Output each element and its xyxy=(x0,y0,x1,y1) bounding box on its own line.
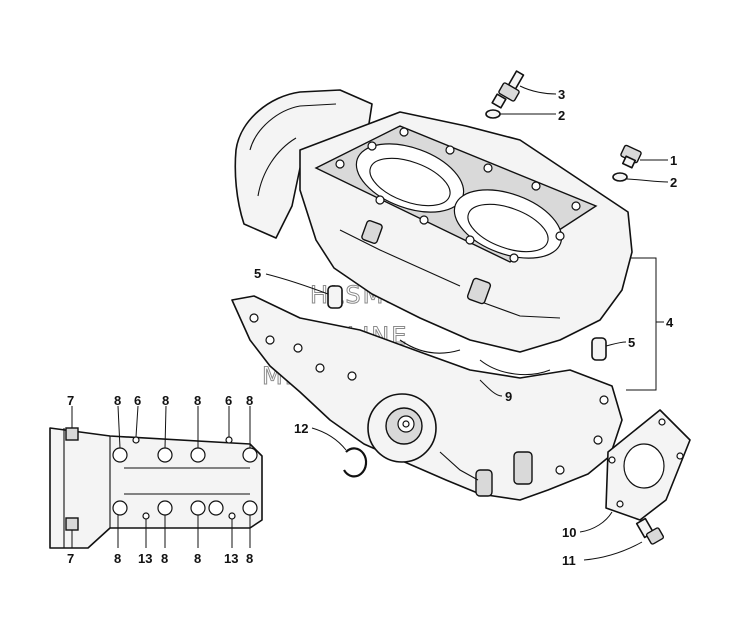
callout-8-top-1: 8 xyxy=(114,393,121,408)
gasket-10 xyxy=(605,409,691,521)
callout-3: 3 xyxy=(558,87,565,102)
callout-1: 1 xyxy=(670,153,677,168)
callout-9: 9 xyxy=(505,389,512,404)
callout-6-top-1: 6 xyxy=(134,393,141,408)
snap-ring-12 xyxy=(343,447,368,478)
callout-7-bottom: 7 xyxy=(67,551,74,566)
dowel-pin-5-left xyxy=(327,285,343,309)
dowel-pin-5-right xyxy=(591,337,607,361)
callout-5-left: 5 xyxy=(254,266,261,281)
callout-8-top-2: 8 xyxy=(162,393,169,408)
callout-2-upper: 2 xyxy=(558,108,565,123)
washer-2-upper xyxy=(485,109,501,119)
lower-crankcase xyxy=(231,295,623,501)
callout-13-bottom-1: 13 xyxy=(138,551,152,566)
callout-11: 11 xyxy=(562,553,576,568)
bottom-view-inset xyxy=(49,427,263,549)
callout-8-top-3: 8 xyxy=(194,393,201,408)
bolt-11 xyxy=(635,517,665,545)
washer-2-right xyxy=(612,172,628,182)
upper-crankcase xyxy=(234,89,633,353)
callout-8-bottom-4: 8 xyxy=(246,551,253,566)
callout-4: 4 xyxy=(666,315,674,330)
callout-5-right: 5 xyxy=(628,335,635,350)
callout-8-bottom-1: 8 xyxy=(114,551,121,566)
callout-8-bottom-3: 8 xyxy=(194,551,201,566)
callout-2-right: 2 xyxy=(670,175,677,190)
callout-12: 12 xyxy=(294,421,308,436)
callout-7-top: 7 xyxy=(67,393,74,408)
callout-8-bottom-2: 8 xyxy=(161,551,168,566)
callout-13-bottom-2: 13 xyxy=(224,551,238,566)
leader-lines xyxy=(71,85,669,561)
callout-10: 10 xyxy=(562,525,576,540)
plug-1 xyxy=(620,144,642,169)
callout-8-top-4: 8 xyxy=(246,393,253,408)
callout-6-top-2: 6 xyxy=(225,393,232,408)
fitting-3 xyxy=(491,70,525,109)
